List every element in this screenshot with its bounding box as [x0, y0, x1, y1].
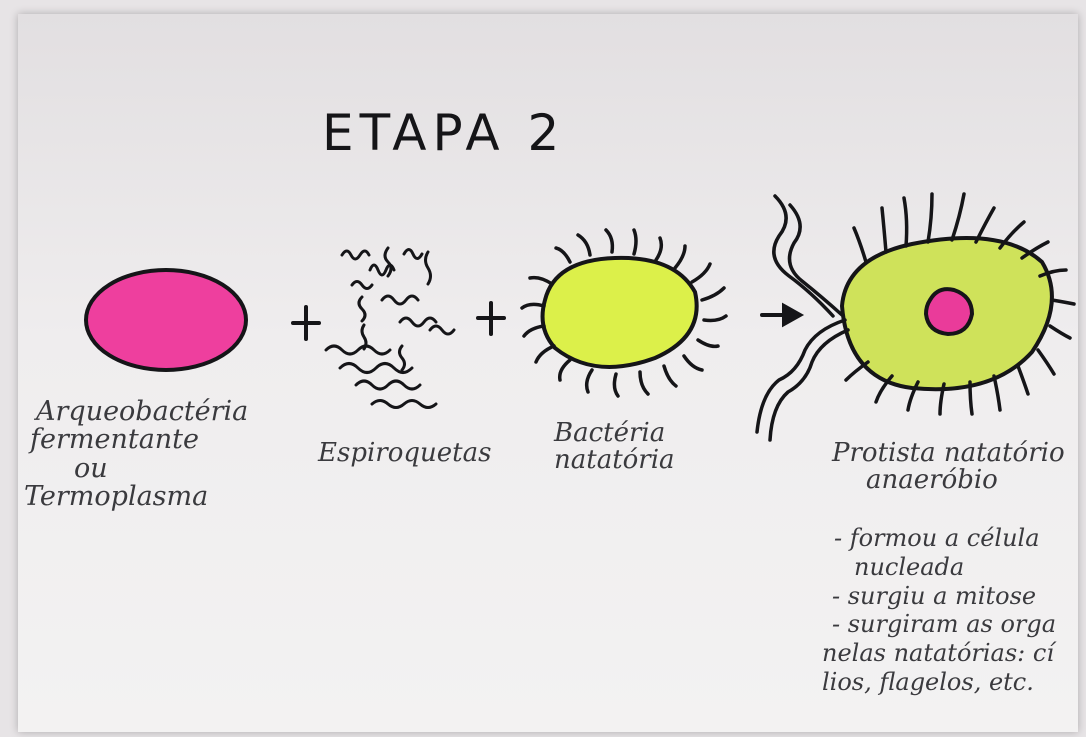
archaea-cell	[86, 270, 246, 370]
protist-note-1: - formou a célula	[834, 524, 1056, 553]
bacteria-label-line-2: natatória	[554, 447, 675, 474]
archaea-label-line-4: Termoplasma	[24, 483, 248, 511]
archaea-label-line-2: fermentante	[30, 426, 248, 454]
protist-note-3: - surgiu a mitose	[832, 582, 1056, 611]
bacteria-label: Bactéria natatória	[554, 420, 675, 475]
protist-nucleus	[926, 289, 972, 334]
protist-label: Protista natatório anaeróbio	[832, 440, 1065, 495]
protist-note-5: nelas natatórias: cí	[822, 639, 1056, 668]
protist-label-line-1: Protista natatório	[832, 440, 1065, 467]
protist-cell	[842, 238, 1052, 389]
protist-note-6: lios, flagelos, etc.	[822, 668, 1056, 697]
diagram-title: ETAPA 2	[322, 104, 565, 162]
plus-sign-1	[293, 307, 319, 339]
protist-notes: - formou a célula nucleada - surgiu a mi…	[822, 524, 1056, 697]
spirochetes-label: Espiroquetas	[318, 440, 491, 467]
archaea-label-line-1: Arqueobactéria	[36, 398, 248, 426]
protist-label-line-2: anaeróbio	[866, 467, 1065, 494]
archaea-label: Arqueobactéria fermentante ou Termoplasm…	[36, 398, 248, 511]
protist-flagella	[757, 196, 848, 440]
archaea-label-line-3: ou	[74, 455, 248, 483]
protist-note-2: nucleada	[854, 553, 1056, 582]
arrow-right	[762, 306, 800, 324]
plus-sign-2	[478, 303, 504, 334]
spirochetes-cluster	[326, 248, 454, 408]
bacteria-label-line-1: Bactéria	[554, 420, 675, 447]
bacteria-cell	[543, 258, 697, 367]
protist-note-4: - surgiram as orga	[832, 610, 1056, 639]
